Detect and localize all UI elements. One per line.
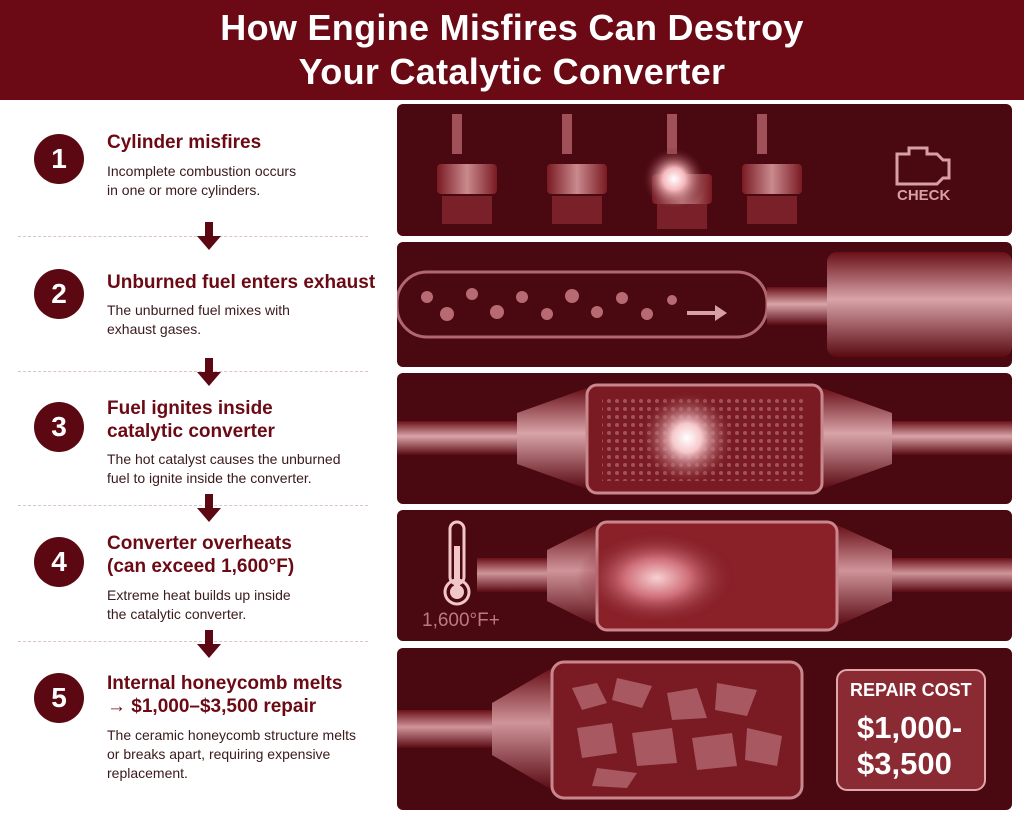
check-engine-icon xyxy=(895,146,951,186)
repair-cost-box xyxy=(836,669,986,791)
step-divider xyxy=(18,236,368,237)
step-description: Incomplete combustion occurs in one or m… xyxy=(107,162,397,200)
step-title: Internal honeycomb melts → $1,000–$3,500… xyxy=(107,672,397,718)
page-title-line-1: How Engine Misfires Can Destroy xyxy=(220,7,804,48)
step-title-line: Unburned fuel enters exhaust xyxy=(107,272,376,293)
step-description-line: The ceramic honeycomb structure melts xyxy=(107,727,356,743)
cylinder xyxy=(547,114,607,224)
step-title-line: catalytic converter xyxy=(107,421,275,442)
down-arrow-icon xyxy=(197,630,221,658)
cylinder xyxy=(742,114,802,224)
panel-exhaust-fuel xyxy=(397,242,1012,367)
down-arrow-icon xyxy=(197,494,221,522)
repair-cost-value-line-1: $1,000- xyxy=(857,710,963,745)
step-title: Converter overheats (can exceed 1,600°F) xyxy=(107,532,397,578)
step-description: The unburned fuel mixes with exhaust gas… xyxy=(107,301,397,339)
temperature-label: 1,600°F+ xyxy=(422,610,500,631)
step-description-line: replacement. xyxy=(107,765,188,781)
step-description-line: Incomplete combustion occurs xyxy=(107,163,297,179)
down-arrow-icon xyxy=(197,222,221,250)
check-engine-label: CHECK xyxy=(897,187,951,204)
step-title-line: → $1,000–$3,500 repair xyxy=(107,696,317,717)
step-title-line: Fuel ignites inside xyxy=(107,398,273,419)
panel-honeycomb-melt: REPAIR COST $1,000- $3,500 xyxy=(397,648,1012,810)
step-number-badge: 1 xyxy=(34,134,84,184)
melted-fragments xyxy=(572,678,782,788)
step-divider xyxy=(18,505,368,506)
panel-converter-ignition xyxy=(397,373,1012,504)
step-description-line: fuel to ignite inside the converter. xyxy=(107,470,312,486)
step-description-line: in one or more cylinders. xyxy=(107,182,261,198)
page-title-line-2: Your Catalytic Converter xyxy=(298,51,726,92)
repair-cost-value-line-2: $3,500 xyxy=(857,746,952,781)
converter-overheat-illustration xyxy=(397,510,1012,641)
step-title-line: (can exceed 1,600°F) xyxy=(107,556,295,577)
step-divider xyxy=(18,371,368,372)
step-title: Cylinder misfires xyxy=(107,131,397,154)
repair-cost-heading: REPAIR COST xyxy=(850,680,972,700)
fuel-droplets xyxy=(421,288,677,321)
cylinder-misfire xyxy=(642,114,712,229)
header-banner: How Engine Misfires Can Destroy Your Cat… xyxy=(0,0,1024,100)
panel-converter-overheat: 1,600°F+ xyxy=(397,510,1012,641)
cylinders-illustration xyxy=(397,104,1012,236)
flow-arrow-icon xyxy=(687,305,727,321)
step-description: The hot catalyst causes the unburned fue… xyxy=(107,450,397,488)
exhaust-pipe-illustration xyxy=(397,242,1012,367)
step-description-line: The hot catalyst causes the unburned xyxy=(107,451,341,467)
step-number-badge: 5 xyxy=(34,673,84,723)
step-description: The ceramic honeycomb structure melts or… xyxy=(107,726,397,783)
step-title-line: Cylinder misfires xyxy=(107,132,262,153)
step-number-badge: 4 xyxy=(34,537,84,587)
step-title: Fuel ignites inside catalytic converter xyxy=(107,397,397,443)
step-title-line: Internal honeycomb melts xyxy=(107,673,343,694)
step-description-line: Extreme heat builds up inside xyxy=(107,587,291,603)
thermometer-icon xyxy=(443,520,471,606)
step-title-line: Converter overheats xyxy=(107,533,292,554)
step-description-line: or breaks apart, requiring expensive xyxy=(107,746,331,762)
down-arrow-icon xyxy=(197,358,221,386)
panel-cylinders: CHECK xyxy=(397,104,1012,236)
step-description-line: The unburned fuel mixes with xyxy=(107,302,290,318)
step-description: Extreme heat builds up inside the cataly… xyxy=(107,586,397,624)
step-title: Unburned fuel enters exhaust xyxy=(107,271,397,294)
step-description-line: the catalytic converter. xyxy=(107,606,247,622)
step-number-badge: 3 xyxy=(34,402,84,452)
cylinder xyxy=(437,114,497,224)
honeycomb-melt-illustration xyxy=(397,648,1012,810)
step-number-badge: 2 xyxy=(34,269,84,319)
steps-list: 1 Cylinder misfires Incomplete combustio… xyxy=(8,100,392,819)
step-description-line: exhaust gases. xyxy=(107,321,202,337)
step-divider xyxy=(18,641,368,642)
converter-ignition-illustration xyxy=(397,373,1012,504)
